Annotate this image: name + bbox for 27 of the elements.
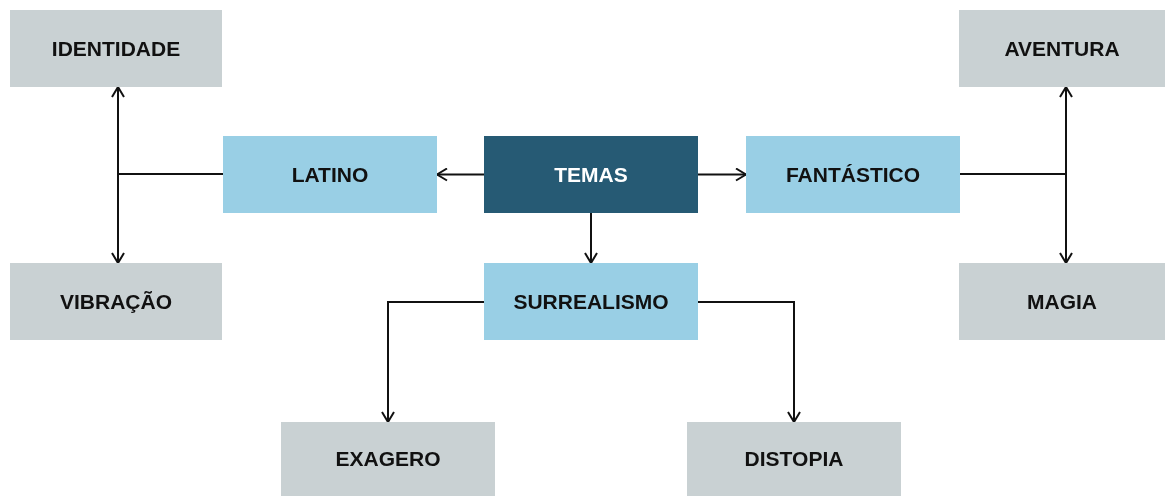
topic-label: TEMAS (554, 162, 628, 187)
topic-box (959, 263, 1165, 340)
topic-label: AVENTURA (1004, 36, 1120, 61)
arrow (381, 301, 485, 423)
topic-label: SURREALISMO (513, 289, 669, 314)
arrow (436, 167, 485, 182)
arrow (697, 301, 801, 423)
topic-label: EXAGERO (335, 447, 441, 471)
arrow (584, 212, 598, 264)
topic-label: IDENTIDADE (51, 36, 181, 61)
topic-box (223, 136, 437, 213)
topic-label: DISTOPIA (744, 447, 844, 471)
topic-label: MAGIA (1027, 289, 1097, 314)
topic-label: FANTÁSTICO (785, 162, 921, 187)
topic-box (484, 136, 698, 213)
topic-box (746, 136, 960, 213)
topic-box (10, 263, 222, 340)
topic-box (281, 422, 495, 496)
topic-box (10, 10, 222, 87)
arrow (697, 167, 747, 182)
arrow (111, 173, 224, 264)
arrow (959, 173, 1073, 264)
topic-label: LATINO (291, 162, 369, 187)
topic-box (687, 422, 901, 496)
topic-label: VIBRAÇÃO (60, 289, 172, 314)
topic-box (959, 10, 1165, 87)
topic-box (484, 263, 698, 340)
